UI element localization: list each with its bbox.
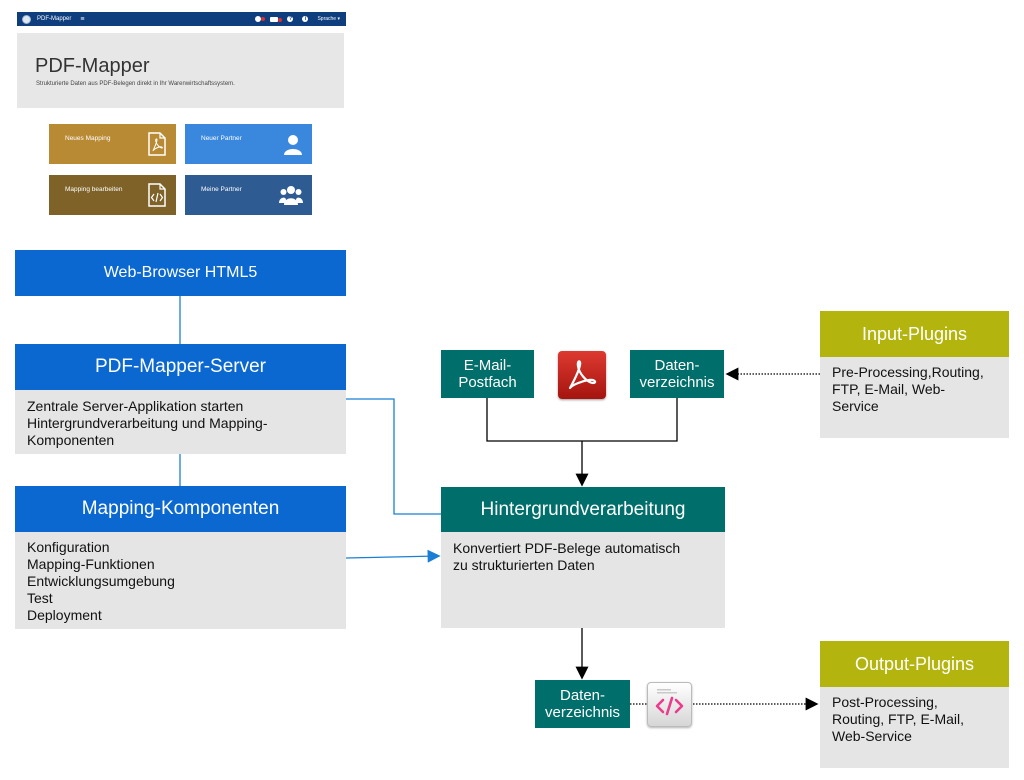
language-dropdown[interactable]: Sprache ▾ xyxy=(317,16,340,22)
user-icon xyxy=(284,135,302,155)
output-plugins-line: Routing, FTP, E-Mail, xyxy=(832,711,965,727)
input-plugins-title: Input-Plugins xyxy=(820,311,1009,357)
email-box: E-Mail- Postfach xyxy=(441,350,534,398)
input-plugins-line: Service xyxy=(832,398,879,414)
background-body: Konvertiert PDF-Belege automatisch zu st… xyxy=(441,532,725,628)
tile-mapping-bearbeiten[interactable]: Mapping bearbeiten xyxy=(49,175,176,215)
output-directory-line: verzeichnis xyxy=(544,704,621,721)
background-line: zu strukturierten Daten xyxy=(453,557,595,573)
mapping-title: Mapping-Komponenten xyxy=(15,486,346,532)
output-directory-line: Daten- xyxy=(559,687,606,704)
arrow-mapping-background xyxy=(345,549,441,563)
help-icon[interactable]: ? xyxy=(287,16,294,22)
app-subtitle: Strukturierte Daten aus PDF-Belegen dire… xyxy=(36,81,235,87)
output-plugins-body: Post-Processing, Routing, FTP, E-Mail, W… xyxy=(820,687,1009,768)
app-logo-icon[interactable] xyxy=(22,14,31,24)
line-server-background xyxy=(346,398,441,515)
app-header-panel: PDF-Mapper Strukturierte Daten aus PDF-B… xyxy=(17,33,344,108)
app-title: PDF-Mapper xyxy=(35,55,150,77)
server-line: Zentrale Server-Applikation starten xyxy=(27,398,244,414)
mapping-body: Konfiguration Mapping-Funktionen Entwick… xyxy=(15,532,346,629)
input-directory-box: Daten- verzeichnis xyxy=(630,350,724,398)
notification-icon[interactable] xyxy=(255,16,266,22)
tile-neues-mapping[interactable]: Neues Mapping xyxy=(49,124,176,164)
input-plugins-line: Pre-Processing,Routing, xyxy=(832,364,984,380)
server-line: Komponenten xyxy=(27,432,115,448)
background-line: Konvertiert PDF-Belege automatisch xyxy=(453,540,681,556)
input-directory-line: Daten- xyxy=(654,357,700,374)
output-directory-box: Daten- verzeichnis xyxy=(535,680,630,728)
server-body: Zentrale Server-Applikation starten Hint… xyxy=(15,390,346,454)
mapping-line: Konfiguration xyxy=(27,539,110,555)
code-file-icon xyxy=(647,682,692,727)
mapping-line: Deployment xyxy=(27,607,102,623)
input-plugins-body: Pre-Processing,Routing, FTP, E-Mail, Web… xyxy=(820,357,1009,438)
info-icon[interactable]: i xyxy=(302,16,309,22)
app-navbar: PDF-Mapper ≡ ? i Sprache ▾ xyxy=(17,12,346,26)
message-icon[interactable] xyxy=(270,16,283,22)
hamburger-icon[interactable]: ≡ xyxy=(80,15,85,23)
app-brand[interactable]: PDF-Mapper xyxy=(37,16,72,22)
mapping-line: Test xyxy=(27,590,53,606)
tile-neuer-partner[interactable]: Neuer Partner xyxy=(185,124,312,164)
background-title: Hintergrundverarbeitung xyxy=(441,487,725,532)
output-plugins-line: Web-Service xyxy=(832,728,912,744)
tile-label: Meine Partner xyxy=(201,186,242,193)
mapping-line: Entwicklungsumgebung xyxy=(27,573,175,589)
tile-label: Neuer Partner xyxy=(201,135,242,142)
users-icon xyxy=(279,186,303,205)
input-plugins-line: FTP, E-Mail, Web- xyxy=(832,381,946,397)
server-title: PDF-Mapper-Server xyxy=(15,344,346,390)
tile-meine-partner[interactable]: Meine Partner xyxy=(185,175,312,215)
browser-box: Web-Browser HTML5 xyxy=(15,250,346,296)
code-file-icon xyxy=(148,183,166,207)
output-plugins-line: Post-Processing, xyxy=(832,694,938,710)
email-line: Postfach xyxy=(458,374,517,391)
mapping-line: Mapping-Funktionen xyxy=(27,556,155,572)
server-line: Hintergrundverarbeitung und Mapping- xyxy=(27,415,268,431)
pdf-file-icon xyxy=(148,132,166,156)
pdf-icon xyxy=(558,351,606,399)
tile-label: Mapping bearbeiten xyxy=(65,186,123,193)
output-plugins-title: Output-Plugins xyxy=(820,641,1009,687)
line-inputs-merge xyxy=(486,398,678,442)
email-line: E-Mail- xyxy=(463,357,512,374)
tile-label: Neues Mapping xyxy=(65,135,111,142)
input-directory-line: verzeichnis xyxy=(639,374,715,391)
